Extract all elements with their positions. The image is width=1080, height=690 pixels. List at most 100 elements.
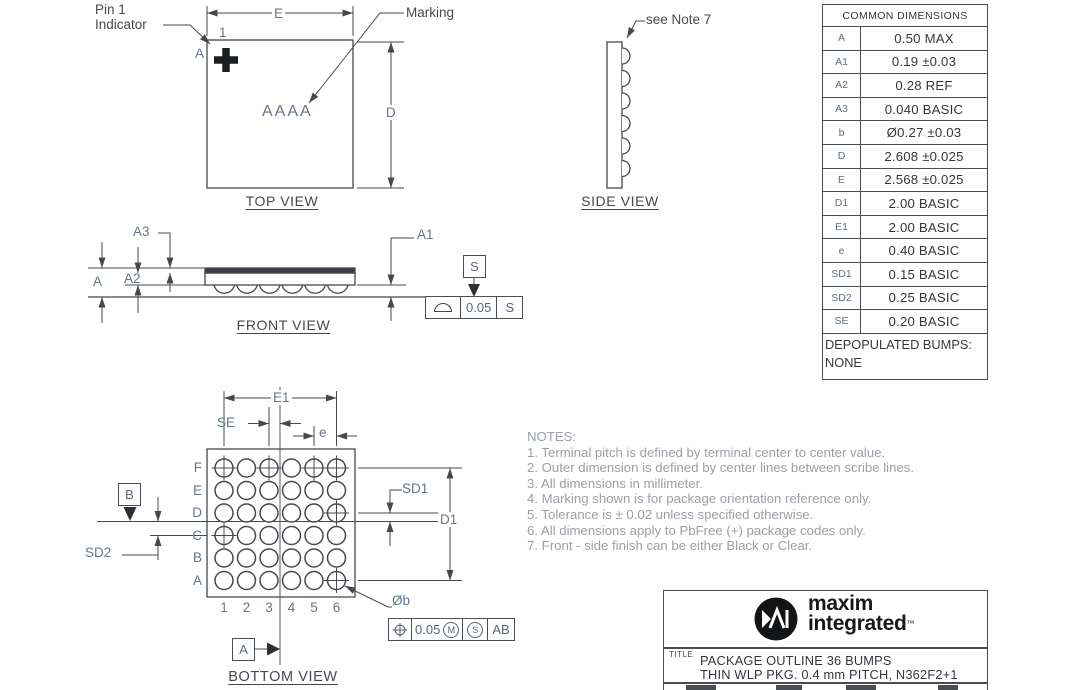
front-feature-control-frame: 0.05 S [425, 296, 524, 319]
see-note-7-label: see Note 7 [646, 12, 712, 27]
trademark-symbol: ™ [906, 619, 915, 628]
dim-A1-label: A1 [417, 227, 434, 242]
dimension-value: 0.50 MAX [860, 26, 988, 51]
bottom-row-label: C [192, 527, 202, 543]
top-view-geometry [163, 6, 404, 189]
bottom-col-label: 5 [310, 600, 318, 615]
ball-F4 [281, 458, 302, 478]
ball-crosshair [324, 455, 349, 481]
depopulated-bumps-note: DEPOPULATED BUMPS: NONE [822, 332, 988, 380]
ball-C3 [259, 525, 279, 546]
ball-A4 [281, 570, 302, 591]
dimension-symbol: A2 [822, 73, 861, 98]
dimension-value: 2.00 BASIC [860, 214, 988, 240]
ball-crosshair [256, 455, 282, 481]
ball-A1 [214, 570, 234, 591]
dim-SE-label: SE [217, 415, 236, 430]
dim-SD1-label: SD1 [402, 481, 429, 496]
titleblock-cutoff-text [686, 685, 716, 690]
ball-B4 [281, 548, 302, 568]
pin-row-A-label: A [195, 46, 205, 61]
bottom-fcf-datum-ab: AB [487, 619, 513, 640]
ball-A5 [304, 570, 324, 591]
side-view-title: SIDE VIEW [581, 193, 659, 209]
dimension-value: 0.20 BASIC [860, 309, 988, 334]
datum-s-box: S [463, 255, 486, 278]
datum-b-letter: B [125, 487, 134, 502]
datum-a-box: A [232, 638, 255, 661]
dimension-value: 0.40 BASIC [860, 238, 988, 263]
pin1-indicator-label-line2: Indicator [95, 17, 147, 32]
ball-B5 [304, 548, 324, 568]
drawing-title-line2: THIN WLP PKG. 0.4 mm PITCH, N362F2+1 [700, 667, 958, 682]
ball-D1 [214, 503, 234, 523]
ball-D5 [304, 503, 324, 523]
bottom-fcf-tolerance: 0.05 [415, 622, 441, 637]
marking-label: Marking [406, 5, 455, 20]
ball-A3 [259, 570, 279, 591]
ball-E1 [214, 480, 234, 501]
ball-B2 [236, 548, 257, 568]
dimension-symbol: E [822, 167, 861, 193]
ball-E6 [326, 480, 347, 501]
marking-text: AAAA [262, 103, 313, 120]
ball-E3 [259, 480, 279, 501]
ball-crosshair [211, 523, 237, 548]
ball-B6 [326, 548, 347, 568]
notes-heading: NOTES: [527, 429, 577, 444]
ball-D4 [281, 503, 302, 523]
datum-s-letter: S [470, 259, 479, 274]
dimension-symbol: SE [822, 309, 861, 334]
ball-C5 [304, 525, 324, 546]
dimension-symbol: SD1 [822, 261, 861, 287]
ball-D2 [236, 503, 257, 523]
ball-E4 [281, 480, 302, 501]
top-view-title: TOP VIEW [245, 193, 319, 209]
bottom-feature-control-frame: 0.05 M S AB [388, 618, 515, 641]
note-item: 4. Marking shown is for package orientat… [527, 491, 872, 507]
dim-D-label: D [384, 105, 398, 120]
brand-name: maxim integrated™ [808, 593, 915, 635]
bottom-fcf-tolerance-cell: 0.05 M [411, 619, 462, 640]
bottom-row-label: B [192, 550, 202, 565]
front-fcf-datum: S [496, 297, 522, 318]
bottom-view-title: BOTTOM VIEW [228, 669, 338, 685]
drawing-title-line1: PACKAGE OUTLINE 36 BUMPS [700, 653, 892, 668]
ball-A2 [236, 570, 257, 591]
rfs-modifier-icon: S [467, 621, 484, 638]
bottom-col-label: 6 [332, 600, 341, 615]
dim-e-label: e [319, 425, 327, 440]
datum-a-letter: A [239, 642, 248, 657]
bottom-col-label: 2 [242, 600, 251, 615]
ball-D3 [259, 503, 279, 523]
dimension-value: 0.15 BASIC [860, 261, 988, 287]
dimension-symbol: e [822, 238, 861, 263]
dimensions-table-header: COMMON DIMENSIONS [822, 4, 988, 27]
ball-F2 [236, 458, 257, 478]
bottom-col-label: 4 [287, 600, 296, 615]
ball-crosshair [324, 568, 349, 593]
brand-line2: integrated™ [808, 612, 915, 635]
bottom-fcf-datum-s-cell: S [462, 619, 487, 640]
notes-block: NOTES: 1. Terminal pitch is defined by t… [527, 429, 914, 554]
datum-b-triangle [123, 507, 137, 521]
dim-A3-label: A3 [133, 224, 150, 239]
dimension-symbol: SD2 [822, 285, 861, 311]
ball-C2 [236, 525, 257, 546]
dim-D1-label: D1 [438, 512, 460, 527]
note-item: 7. Front - side finish can be either Bla… [527, 538, 813, 554]
dimension-symbol: A1 [822, 49, 861, 75]
